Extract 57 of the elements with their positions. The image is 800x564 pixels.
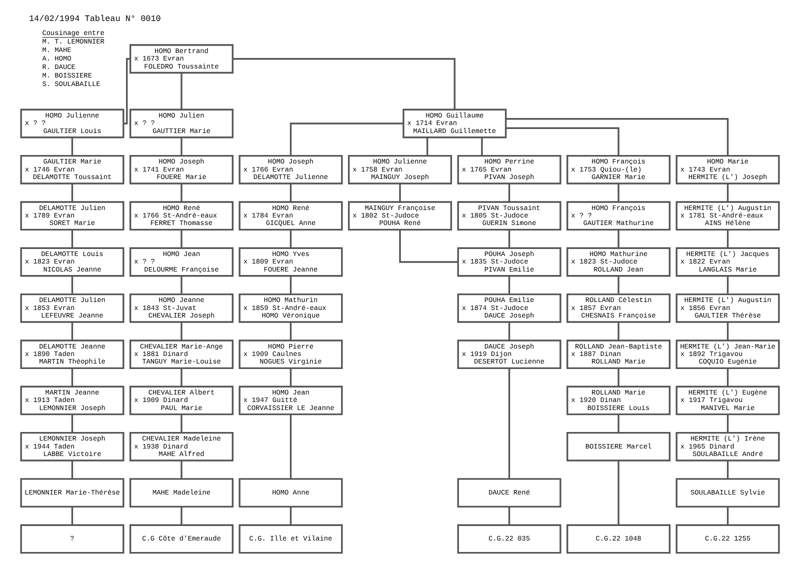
connector (399, 230, 458, 263)
connector (618, 230, 620, 248)
connector (726, 506, 729, 525)
connector (726, 276, 729, 294)
connector (618, 276, 620, 294)
connector (726, 414, 729, 432)
connector (726, 460, 729, 479)
connector (508, 322, 510, 340)
connector (71, 184, 74, 202)
connector (508, 368, 510, 479)
connector (508, 506, 510, 525)
connector (180, 137, 182, 156)
connector (506, 127, 620, 156)
connector (180, 184, 182, 202)
connector (618, 414, 620, 432)
connector (290, 368, 292, 386)
connector (290, 414, 292, 479)
connector (726, 184, 729, 202)
connector (618, 368, 620, 386)
connector (71, 137, 74, 156)
connector (71, 506, 74, 525)
connector (481, 137, 483, 156)
connector (290, 506, 292, 525)
connector (290, 122, 404, 156)
connector (726, 368, 729, 386)
connector (290, 184, 292, 202)
diagram-title: 14/02/1994 Tableau N° 0010 (28, 14, 161, 24)
connector (180, 506, 182, 525)
connector (71, 322, 74, 340)
connector (508, 276, 510, 294)
connector (726, 322, 729, 340)
connector (290, 230, 292, 248)
connector (508, 184, 510, 202)
connector (71, 368, 74, 386)
connector (180, 368, 182, 386)
connector (290, 322, 292, 340)
connector (71, 460, 74, 479)
connector (180, 414, 182, 432)
connector (726, 230, 729, 248)
connector (180, 460, 182, 479)
connector (618, 322, 620, 340)
connector (180, 230, 182, 248)
connector (506, 118, 729, 156)
connector (399, 184, 401, 202)
connector (180, 322, 182, 340)
connector (508, 230, 510, 248)
connector (124, 58, 130, 124)
connector (71, 414, 74, 432)
connector (290, 276, 292, 294)
connector (618, 460, 620, 526)
connector (71, 230, 74, 248)
connector (180, 276, 182, 294)
connector (618, 184, 620, 202)
connector (232, 58, 456, 110)
connector (180, 72, 182, 110)
connector (71, 276, 74, 294)
connector (426, 137, 428, 156)
